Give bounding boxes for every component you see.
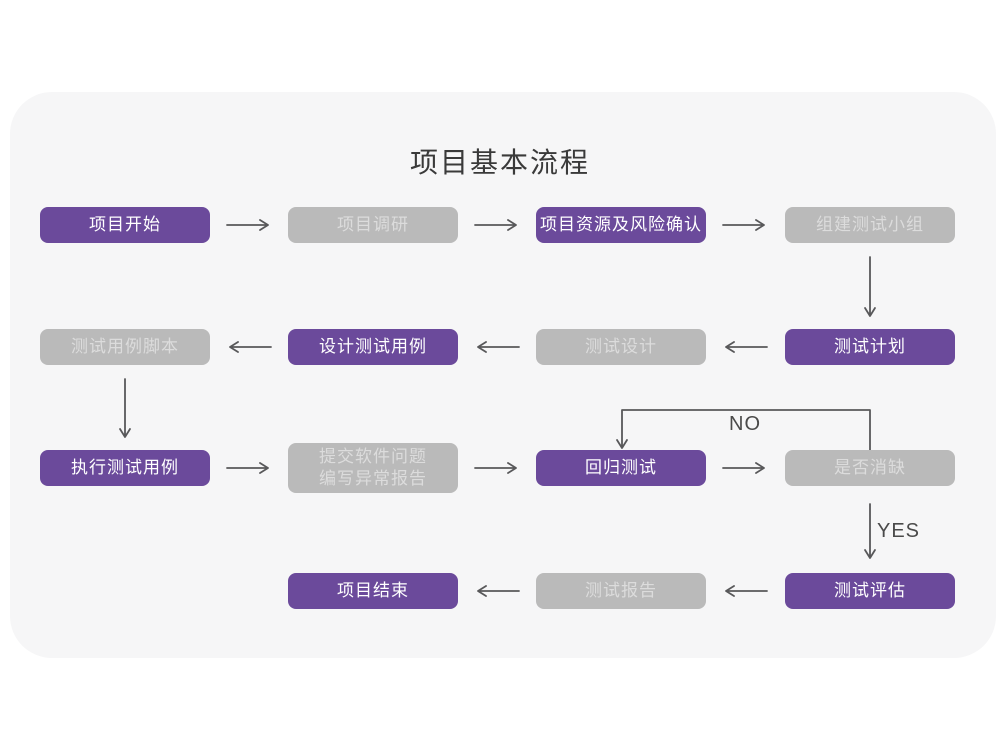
flow-node-resource-risk-confirm: 项目资源及风险确认 <box>536 207 706 243</box>
flow-node-design-test-cases: 设计测试用例 <box>288 329 458 365</box>
flow-node-test-report: 测试报告 <box>536 573 706 609</box>
flow-node-regression-test: 回归测试 <box>536 450 706 486</box>
flow-node-build-test-team: 组建测试小组 <box>785 207 955 243</box>
flow-node-project-research: 项目调研 <box>288 207 458 243</box>
flow-node-test-plan: 测试计划 <box>785 329 955 365</box>
flowchart-title: 项目基本流程 <box>409 147 590 178</box>
yes-branch-label: YES <box>877 520 921 542</box>
flow-node-test-case-scripts: 测试用例脚本 <box>40 329 210 365</box>
flow-node-project-start: 项目开始 <box>40 207 210 243</box>
flow-node-execute-test-cases: 执行测试用例 <box>40 450 210 486</box>
flowchart-card <box>10 92 996 658</box>
flow-node-defect-cleared: 是否消缺 <box>785 450 955 486</box>
flow-node-project-end: 项目结束 <box>288 573 458 609</box>
flow-node-test-design: 测试设计 <box>536 329 706 365</box>
no-branch-label: NO <box>729 413 761 435</box>
flow-node-test-evaluation: 测试评估 <box>785 573 955 609</box>
flow-node-submit-issues-report: 提交软件问题 编写异常报告 <box>288 443 458 493</box>
